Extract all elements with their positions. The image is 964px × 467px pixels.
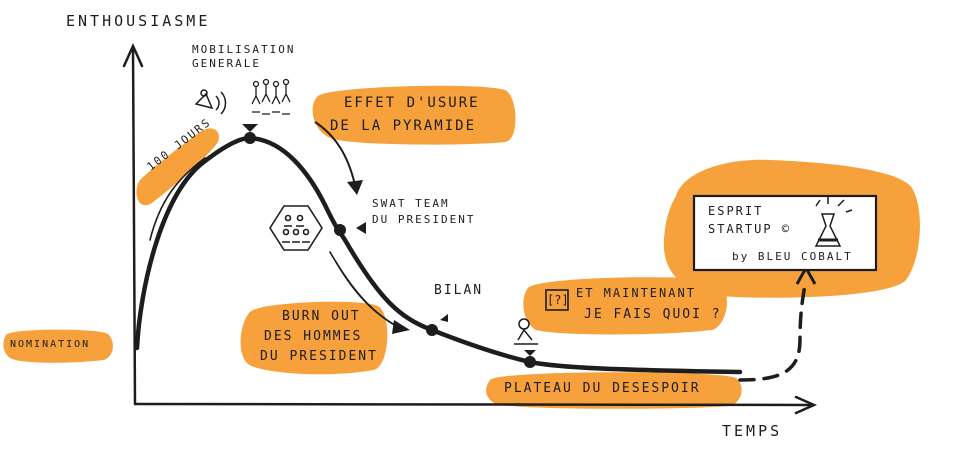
nomination-highlight	[3, 329, 113, 363]
cent-jours-highlight	[136, 128, 219, 206]
burnout-label-line3: DU PRESIDENT	[260, 349, 378, 364]
maintenant-highlight	[523, 277, 727, 335]
y-axis-label: ENTHOUSIASME	[66, 12, 211, 30]
plateau-highlight	[486, 372, 742, 409]
swat-label-line1: SWAT TEAM	[372, 197, 450, 210]
x-axis-arrowhead	[794, 395, 818, 415]
peak-marker	[244, 132, 256, 144]
nomination-label: NOMINATION	[10, 339, 91, 350]
y-axis-arrowhead	[122, 42, 144, 68]
maintenant-label-line2: JE FAIS QUOI ?	[584, 307, 722, 322]
y-axis	[131, 46, 137, 406]
effet-usure-highlight	[312, 85, 516, 145]
burnout-label-line1: BURN OUT	[282, 309, 361, 324]
question-box-label: [?]	[547, 293, 569, 307]
crowd-icon	[251, 78, 291, 115]
plateau-label: PLATEAU DU DESESPOIR	[504, 381, 701, 396]
person-at-desk-icon	[514, 318, 538, 345]
credit-label: by BLEU COBALT	[732, 250, 853, 263]
maintenant-label-line1: ET MAINTENANT	[576, 286, 696, 300]
effet-usure-label-line2: DE LA PYRAMIDE	[330, 118, 477, 134]
usure-arrowhead	[347, 180, 363, 195]
burnout-arrowhead	[392, 320, 410, 334]
x-axis-label: TEMPS	[722, 422, 783, 440]
plateau-pointer	[524, 350, 536, 356]
bilan-label: BILAN	[434, 283, 484, 298]
startup-label-line1: ESPRIT	[708, 204, 764, 218]
question-box-frame	[545, 289, 569, 311]
burnout-highlight	[240, 301, 388, 375]
swat-pointer	[356, 222, 366, 234]
startup-frame	[692, 194, 878, 272]
bilan-pointer	[440, 314, 448, 322]
burnout-label-line2: DES HOMMES	[264, 329, 363, 344]
effet-usure-label-line1: EFFET D'USURE	[344, 95, 480, 111]
usure-arrow	[314, 121, 356, 186]
bilan-marker	[426, 324, 438, 336]
startup-label-line2: STARTUP ©	[708, 222, 792, 236]
rising-guide	[149, 157, 206, 241]
mobilisation-label-line1: MOBILISATION	[192, 43, 296, 56]
curve-markers	[242, 124, 536, 368]
swat-label-line2: DU PRESIDENT	[372, 213, 476, 226]
plateau-marker	[524, 356, 536, 368]
megaphone-icon	[194, 89, 227, 115]
startup-dashed-path	[738, 278, 808, 382]
x-axis	[133, 402, 814, 407]
peak-pointer	[242, 124, 258, 132]
swat-team-icon	[269, 205, 323, 251]
enthusiasm-curve	[134, 135, 743, 375]
mobilisation-label-line2: GENERALE	[192, 57, 261, 70]
swat-marker	[334, 224, 346, 236]
exploding-flask-icon	[814, 196, 853, 247]
axes	[122, 42, 818, 415]
